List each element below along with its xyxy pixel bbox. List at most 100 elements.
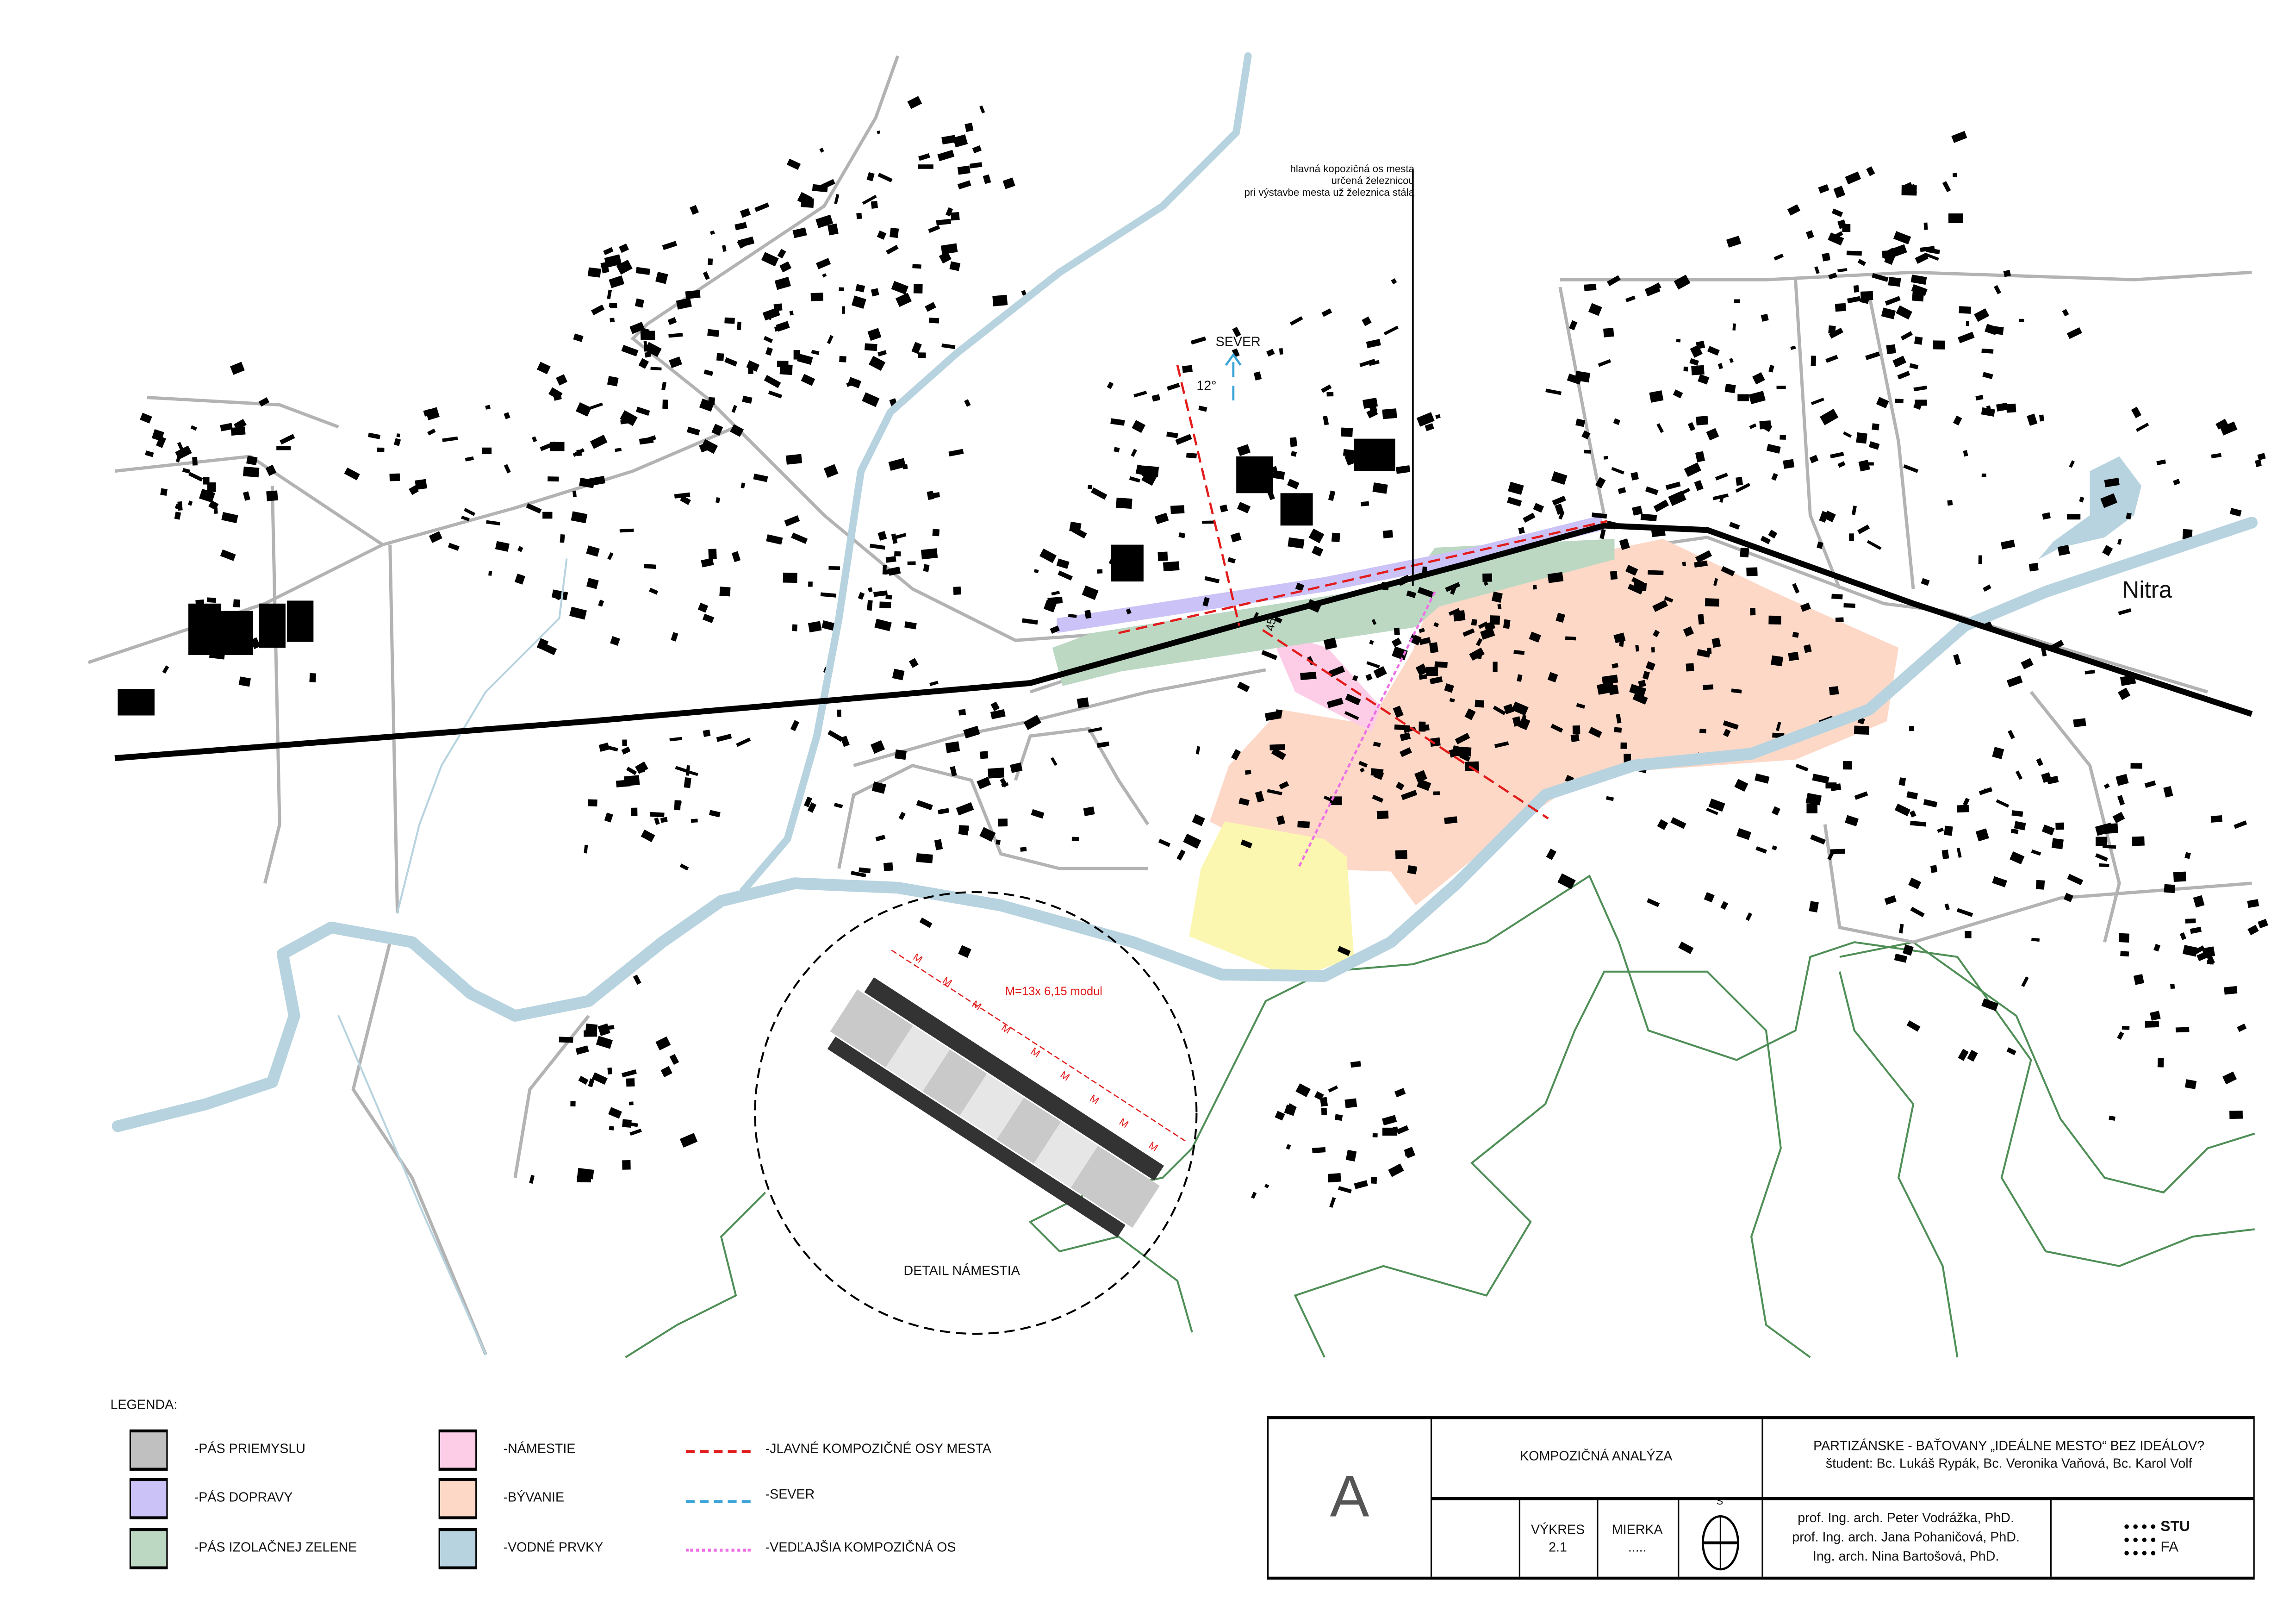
building	[1096, 741, 1109, 748]
building	[1395, 850, 1407, 860]
building	[1837, 461, 1846, 468]
building	[660, 817, 668, 823]
building	[644, 564, 656, 569]
building	[1135, 464, 1145, 475]
north-arrowhead-icon	[1225, 353, 1242, 366]
building	[1464, 708, 1476, 720]
building	[1827, 852, 1834, 861]
building	[1706, 428, 1719, 441]
building	[990, 701, 1000, 712]
building	[495, 541, 510, 552]
building	[940, 243, 958, 255]
building	[1638, 680, 1646, 688]
building	[1195, 746, 1201, 755]
building	[923, 564, 930, 572]
building	[792, 624, 798, 631]
building	[464, 508, 476, 516]
building	[2215, 418, 2228, 430]
building	[667, 317, 677, 325]
building	[415, 479, 427, 490]
building	[1276, 815, 1286, 825]
building	[1837, 268, 1848, 273]
building	[1776, 722, 1781, 731]
building	[1642, 671, 1650, 680]
building	[1845, 815, 1859, 826]
building	[1556, 612, 1565, 623]
building	[633, 974, 641, 985]
building	[807, 802, 817, 813]
building	[2170, 983, 2175, 989]
building	[1588, 727, 1602, 738]
building	[858, 592, 865, 600]
building	[389, 473, 400, 481]
building	[828, 730, 843, 742]
building	[1444, 683, 1454, 693]
building	[2000, 539, 2016, 550]
building	[855, 284, 865, 293]
building	[938, 808, 950, 815]
building	[548, 476, 559, 482]
building	[1748, 391, 1766, 405]
building	[724, 317, 735, 324]
building	[934, 839, 943, 850]
building	[958, 825, 969, 831]
building	[662, 400, 668, 409]
building	[1382, 1127, 1398, 1136]
building	[2117, 687, 2131, 700]
building	[1083, 806, 1095, 816]
building	[862, 194, 877, 205]
building	[1682, 562, 1686, 566]
building	[2104, 478, 2120, 487]
building	[575, 1045, 589, 1055]
annotation-line: hlavná kopozičná os mesta	[1290, 165, 1414, 175]
building	[685, 765, 691, 776]
building	[2031, 937, 2040, 942]
building	[874, 618, 892, 631]
building	[765, 347, 773, 356]
supervisor: Ing. arch. Nina Bartošová, PhD.	[1812, 1549, 1999, 1564]
building	[504, 464, 511, 474]
title-block: A KOMPOZIČNÁ ANALÝZA PARTIZÁNSKE - BAŤOV…	[1267, 1416, 2255, 1580]
building	[1930, 865, 1938, 873]
building	[1768, 365, 1774, 373]
building	[719, 587, 731, 597]
building	[894, 551, 901, 556]
building	[1842, 761, 1852, 770]
building	[979, 105, 985, 114]
building	[1237, 502, 1251, 513]
building	[1896, 305, 1913, 320]
building	[1131, 449, 1137, 457]
building	[949, 261, 961, 271]
detail-circle	[754, 891, 1198, 1335]
building	[1297, 821, 1310, 828]
building	[1567, 373, 1582, 385]
logo-fa: FA	[2160, 1540, 2179, 1556]
building	[1362, 316, 1372, 326]
building	[2211, 453, 2222, 459]
building	[1051, 591, 1060, 596]
main-axis-line	[1262, 629, 1549, 820]
legend-swatch-housing	[438, 1478, 477, 1519]
building	[879, 601, 891, 608]
building	[243, 491, 250, 501]
building	[367, 432, 381, 439]
building	[1632, 506, 1643, 516]
building	[1696, 340, 1705, 350]
building	[1894, 953, 1908, 963]
building	[1886, 344, 1896, 355]
building	[1771, 655, 1783, 667]
building	[429, 531, 442, 543]
scale-value: .....	[1628, 1540, 1647, 1555]
building	[589, 475, 605, 486]
building	[980, 751, 989, 759]
building	[309, 673, 317, 682]
building	[1711, 637, 1721, 648]
building	[1493, 706, 1506, 716]
building	[867, 328, 882, 341]
building	[190, 425, 197, 431]
building	[1373, 666, 1387, 679]
building	[1253, 371, 1262, 381]
building	[977, 776, 991, 789]
building	[912, 264, 921, 269]
building	[1071, 837, 1079, 841]
